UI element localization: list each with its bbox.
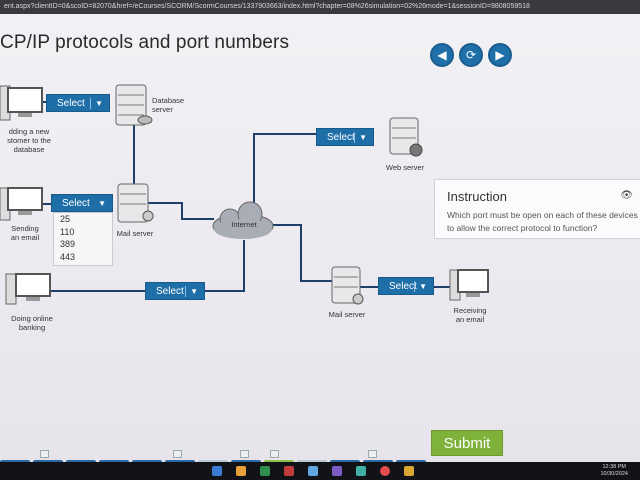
mail-server-right-label: Mail server [328, 310, 366, 319]
receiving-email-label: Receiving an email [453, 306, 487, 324]
chevron-down-icon: ▼ [190, 287, 198, 296]
divider [414, 281, 415, 292]
select-label: Select [156, 285, 184, 297]
eye-icon[interactable]: 👁 [620, 190, 633, 201]
dropdown-option[interactable]: 389 [60, 239, 76, 249]
divider [90, 98, 91, 109]
sending-email-label: Sending an email [10, 224, 40, 242]
database-server-label: Database server [152, 96, 185, 114]
clock-time: 12:38 PM [602, 464, 626, 470]
instruction-panel: Instruction 👁 Which port must be open on… [434, 179, 640, 239]
port-dropdown-list[interactable]: 25 110 389 443 [53, 212, 113, 266]
computer-icon-database-client [0, 85, 43, 121]
instruction-title: Instruction [447, 189, 507, 204]
instruction-text: Which port must be open on each of these… [447, 210, 638, 233]
select-port-banking[interactable]: Select ▼ [145, 282, 205, 300]
select-port-database[interactable]: Select ▼ [46, 94, 110, 112]
refresh-button[interactable]: ⟳ [459, 43, 483, 67]
select-label: Select [389, 280, 417, 292]
os-taskbar: 12:38 PM 10/30/2024 [0, 462, 640, 480]
select-port-email-send[interactable]: Select ▼ [51, 194, 113, 212]
dropdown-option[interactable]: 110 [60, 226, 75, 237]
chevron-down-icon: ▼ [95, 99, 103, 108]
submit-button[interactable]: Submit [431, 430, 503, 456]
select-port-receive[interactable]: Select ▼ [378, 277, 434, 295]
progress-marker-icon [40, 450, 49, 458]
taskbar-app-icon[interactable] [260, 466, 270, 476]
browser-app-icon[interactable] [380, 466, 390, 476]
select-port-web[interactable]: Select ▼ [316, 128, 374, 146]
progress-marker-icon [173, 450, 182, 458]
adding-customer-label: dding a new stomer to the database [7, 127, 51, 154]
computer-icon-banking [5, 273, 51, 305]
divider [185, 286, 186, 297]
internet-cloud-icon [212, 201, 274, 239]
computer-icon-email-sender [0, 187, 43, 221]
clock-date: 10/30/2024 [600, 471, 628, 477]
chevron-down-icon: ▼ [359, 133, 367, 142]
online-banking-label: Doing online banking [11, 314, 53, 332]
taskbar-app-icon[interactable] [404, 466, 414, 476]
progress-marker-icon [240, 450, 249, 458]
taskbar-app-icon[interactable] [356, 466, 366, 476]
taskbar-app-icon[interactable] [284, 466, 294, 476]
chevron-left-icon: ◀ [437, 48, 447, 62]
taskbar-app-icon[interactable] [212, 466, 222, 476]
mail-server-left-label: Mail server [116, 229, 154, 238]
dropdown-option[interactable]: 443 [60, 251, 76, 262]
page-title: CP/IP protocols and port numbers [0, 32, 290, 53]
chevron-down-icon: ▼ [98, 199, 106, 208]
system-clock[interactable]: 12:38 PM 10/30/2024 [600, 464, 628, 478]
back-button[interactable]: ◀ [430, 43, 454, 67]
select-label: Select [327, 131, 355, 143]
chevron-right-icon: ▶ [495, 48, 505, 62]
taskbar-app-icon[interactable] [332, 466, 342, 476]
divider [354, 132, 355, 143]
computer-icon-email-receiver [449, 269, 489, 301]
progress-marker-icon [368, 450, 377, 458]
refresh-icon: ⟳ [465, 48, 477, 62]
browser-url-bar[interactable]: ent.aspx?clientID=0&scoID=82070&href=/eC… [0, 0, 640, 14]
progress-marker-icon [270, 450, 279, 458]
mail-server-left-icon [117, 183, 154, 223]
taskbar-app-icon[interactable] [236, 466, 246, 476]
web-server-label: Web server [385, 163, 425, 172]
web-server-icon [389, 117, 423, 157]
select-label: Select [57, 97, 85, 109]
dropdown-option[interactable]: 25 [60, 214, 71, 224]
chevron-down-icon: ▼ [419, 282, 427, 291]
internet-label: Internet [231, 220, 257, 229]
forward-button[interactable]: ▶ [488, 43, 512, 67]
taskbar-app-icon[interactable] [308, 466, 318, 476]
select-label: Select [62, 197, 90, 209]
mail-server-right-icon [331, 266, 364, 305]
database-server-icon [115, 84, 153, 126]
